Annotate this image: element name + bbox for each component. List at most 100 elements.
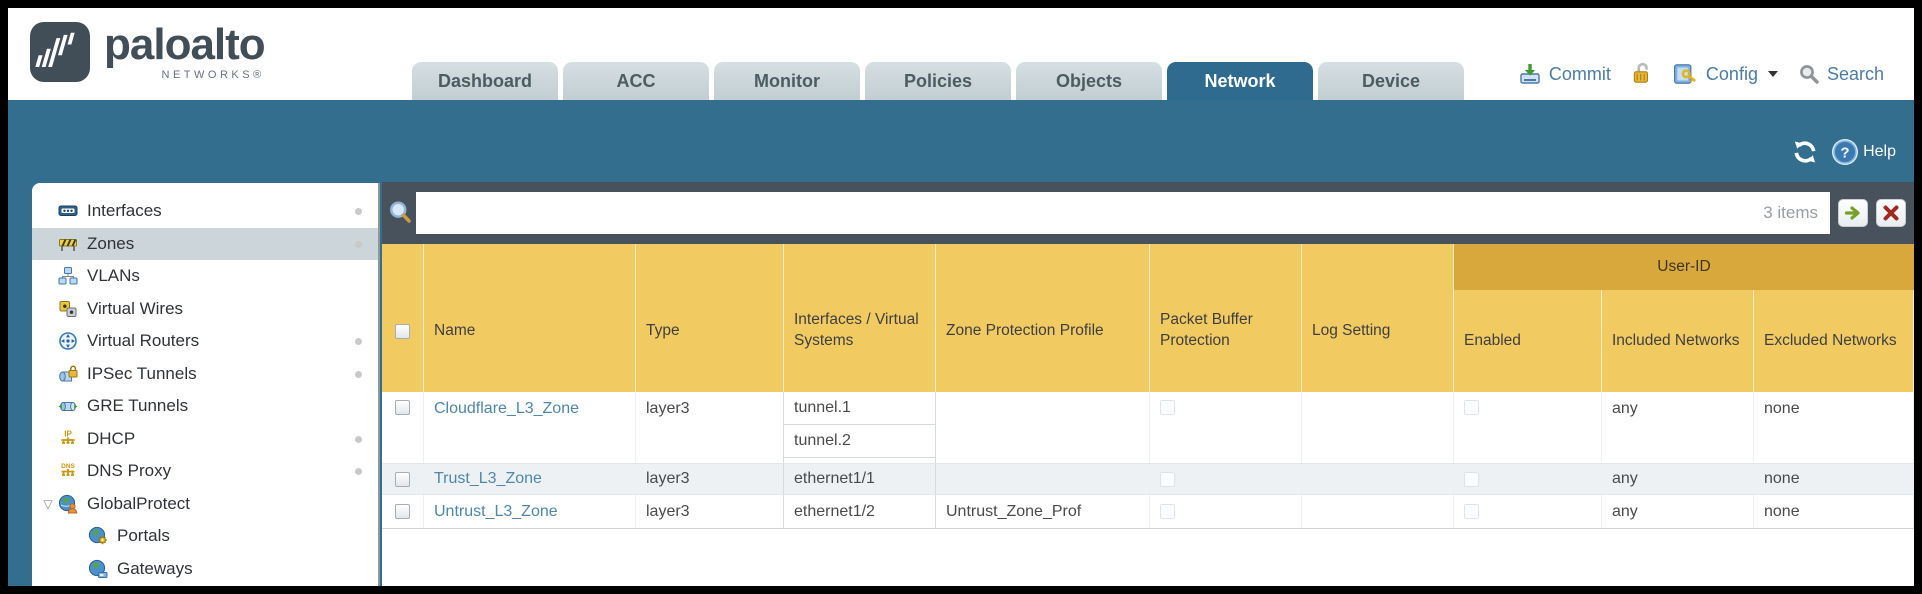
column-header-enabled[interactable]: Enabled [1454,290,1602,392]
config-menu[interactable]: Config [1673,62,1778,86]
column-header-included-networks[interactable]: Included Networks [1602,290,1754,392]
sidebar-item-gateways[interactable]: Gateways [32,553,378,586]
svg-text:DNS: DNS [61,463,75,470]
svg-text:?: ? [1841,145,1850,162]
table-header: Name Type Interfaces / Virtual Systems Z… [382,244,1914,392]
sidebar-item-ipsec-tunnels[interactable]: IPSec Tunnels [32,358,378,391]
search-label: Search [1826,63,1884,84]
tab-device[interactable]: Device [1318,62,1464,100]
included-networks-cell: any [1602,495,1754,528]
main-content: 3 items Name Type Interfaces / Virtual S… [382,182,1914,586]
packet-buffer-checkbox[interactable] [1160,471,1175,487]
column-header-log-setting[interactable]: Log Setting [1302,244,1454,392]
included-networks-cell: any [1602,464,1754,494]
zone-name-link[interactable]: Untrust_L3_Zone [434,502,558,520]
lock-icon[interactable] [1631,62,1653,86]
excluded-networks-cell: none [1754,495,1914,528]
help-button[interactable]: ? Help [1831,138,1896,166]
excluded-networks-cell: none [1754,392,1914,463]
status-dot [355,240,362,248]
zone-name-link[interactable]: Cloudflare_L3_Zone [434,400,579,417]
help-label: Help [1863,143,1896,160]
virtual-wires-icon [59,300,77,317]
column-header-interfaces[interactable]: Interfaces / Virtual Systems [784,244,936,392]
sidebar-item-globalprotect[interactable]: ▽ GlobalProtect [32,488,378,521]
column-header-excluded-networks[interactable]: Excluded Networks [1754,290,1914,392]
sidebar-item-zones[interactable]: Zones [32,227,378,260]
commit-button[interactable]: Commit [1518,62,1611,86]
portals-icon [88,527,107,545]
sidebar-item-virtual-wires[interactable]: Virtual Wires [32,293,378,326]
table-row: Untrust_L3_Zone layer3 ethernet1/2 Untru… [382,495,1914,529]
sidebar-item-gre-tunnels[interactable]: GRE Tunnels [32,390,378,423]
tab-objects[interactable]: Objects [1016,62,1162,100]
row-checkbox[interactable] [395,471,410,487]
tab-policies[interactable]: Policies [865,62,1011,100]
zone-type: layer3 [636,495,784,528]
status-dot [355,435,362,443]
clear-filter-button[interactable] [1876,199,1906,227]
row-checkbox[interactable] [395,400,410,415]
log-setting-cell [1302,464,1454,494]
table-row: Trust_L3_Zone layer3 ethernet1/1 any non… [382,464,1914,495]
zone-protection-profile-cell [936,464,1150,494]
user-id-enabled-checkbox[interactable] [1464,471,1479,487]
sidebar-item-dns-proxy[interactable]: DNS DNS Proxy [32,455,378,488]
filter-input-wrap: 3 items [416,192,1830,234]
gateways-icon [88,559,108,578]
filter-search-icon [390,201,411,223]
status-dot [355,338,362,345]
packet-buffer-checkbox[interactable] [1160,504,1175,519]
expander-icon[interactable]: ▽ [43,496,53,511]
tab-monitor[interactable]: Monitor [714,62,860,100]
zone-interfaces-cell: ethernet1/1 [783,464,936,494]
search-icon [1800,65,1819,84]
zone-type: layer3 [636,392,784,463]
user-id-enabled-checkbox[interactable] [1464,504,1479,519]
zone-interfaces-cell: ethernet1/2 [783,495,936,528]
zone-name-link[interactable]: Trust_L3_Zone [434,470,542,487]
commit-icon [1520,64,1540,84]
items-count: 3 items [1763,203,1818,222]
network-sidebar: Interfaces Zones VLANs [32,183,380,586]
refresh-icon[interactable] [1791,138,1819,166]
brand-subtitle: NETWORKS® [161,69,265,81]
interface-entry: tunnel.1 [784,392,935,425]
topbar-actions: Commit Config [1518,62,1884,86]
column-header-packet-buffer-protection[interactable]: Packet Buffer Protection [1150,244,1302,392]
sidebar-item-vlans[interactable]: VLANs [32,260,378,293]
tab-dashboard[interactable]: Dashboard [412,62,558,100]
brand-name: paloalto [104,20,266,69]
status-dot [355,468,362,475]
select-all-checkbox[interactable] [395,323,410,339]
main-tabs: Dashboard ACC Monitor Policies Objects N… [412,62,1464,100]
paloalto-logo-icon [30,22,90,82]
column-header-name[interactable]: Name [424,244,636,392]
row-checkbox[interactable] [395,504,410,519]
excluded-networks-cell: none [1754,464,1914,494]
commit-label: Commit [1548,63,1611,84]
zones-table: Name Type Interfaces / Virtual Systems Z… [382,244,1914,529]
user-id-enabled-checkbox[interactable] [1464,400,1479,415]
column-header-type[interactable]: Type [636,244,784,392]
column-header-zone-protection-profile[interactable]: Zone Protection Profile [936,244,1150,392]
apply-filter-button[interactable] [1838,199,1868,227]
vlans-icon [58,267,78,285]
paloalto-logo: paloalto NETWORKS® [30,20,266,82]
sidebar-item-interfaces[interactable]: Interfaces [32,195,378,228]
search-button[interactable]: Search [1798,63,1884,85]
tab-acc[interactable]: ACC [563,62,709,100]
packet-buffer-checkbox[interactable] [1160,400,1175,415]
svg-text:IP: IP [64,429,72,438]
green-arrow-icon [1844,206,1860,220]
sidebar-item-virtual-routers[interactable]: Virtual Routers [32,325,378,358]
sidebar-item-dhcp[interactable]: IP DHCP [32,423,378,456]
sidebar-item-portals[interactable]: Portals [32,520,378,553]
config-label: Config [1705,63,1758,84]
filter-input[interactable] [416,192,1764,234]
interfaces-icon [58,205,78,217]
status-dot [355,208,362,215]
gre-tunnels-icon [58,402,78,412]
zone-protection-profile-cell [936,392,1150,463]
tab-network[interactable]: Network [1167,62,1313,100]
